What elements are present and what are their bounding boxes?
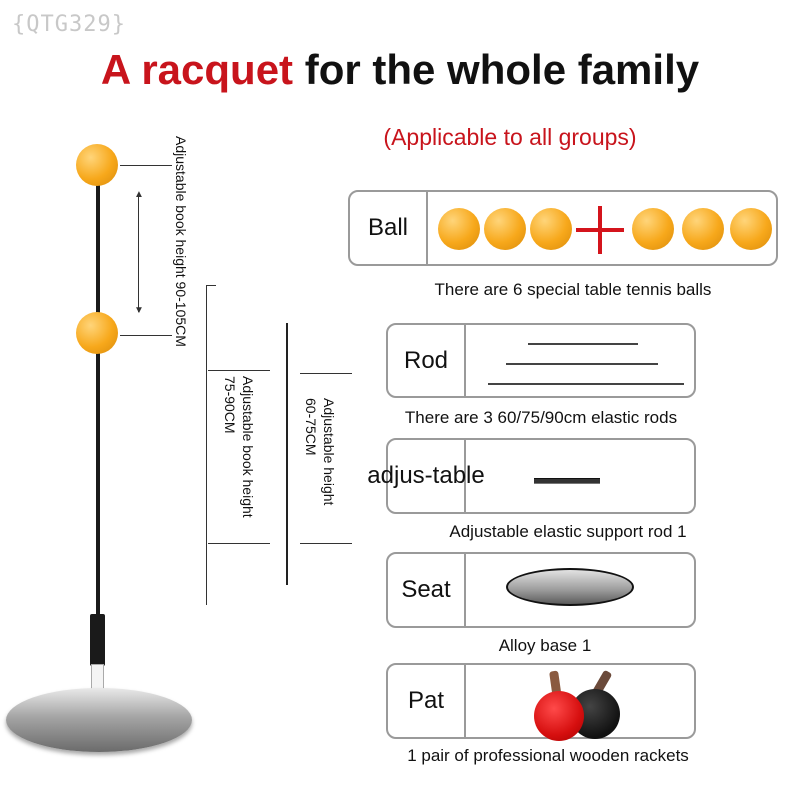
rod-panel: Rod bbox=[386, 323, 696, 398]
leader-line bbox=[120, 335, 172, 336]
adjustable-label: adjus-table bbox=[367, 440, 485, 512]
adjustable-label-line2: table bbox=[432, 462, 485, 489]
elastic-pole bbox=[96, 178, 100, 618]
measure-tick bbox=[206, 285, 216, 286]
height-range-arrow bbox=[138, 196, 139, 312]
outer-height-label: Adjustable book height 90-105CM bbox=[173, 136, 189, 347]
pat-caption: 1 pair of professional wooden rackets bbox=[407, 746, 689, 765]
ping-pong-ball-icon bbox=[438, 208, 480, 250]
ball-contents bbox=[430, 192, 776, 264]
pat-label: Pat bbox=[388, 665, 466, 737]
adjustable-panel: adjus-table bbox=[367, 438, 696, 514]
arrow-down-icon: ▼ bbox=[134, 305, 144, 316]
elastic-rod-icon bbox=[488, 383, 684, 385]
ball-label: Ball bbox=[350, 192, 428, 264]
rod-label: Rod bbox=[388, 325, 466, 396]
ball-caption: There are 6 special table tennis balls bbox=[434, 280, 712, 299]
title-accent: A racquet bbox=[100, 46, 294, 93]
ping-pong-ball-icon bbox=[730, 208, 772, 250]
middle-height-line1: Adjustable book height bbox=[240, 376, 256, 518]
pat-panel: Pat bbox=[386, 663, 696, 741]
support-rod-icon bbox=[534, 478, 600, 484]
inner-height-line1: Adjustable height bbox=[321, 398, 337, 506]
ping-pong-ball-icon bbox=[530, 208, 572, 250]
measure-line-outer bbox=[206, 285, 207, 605]
watermark-text: {QTG329} bbox=[12, 12, 126, 37]
subtitle: (Applicable to all groups) bbox=[383, 124, 637, 150]
inner-height-line2: 60-75CM bbox=[303, 398, 319, 456]
elastic-rod-icon bbox=[528, 343, 638, 345]
plus-icon bbox=[598, 206, 602, 254]
title-rest: for the whole family bbox=[293, 46, 700, 93]
adjustable-caption: Adjustable elastic support rod 1 bbox=[449, 522, 687, 541]
ping-pong-ball-icon bbox=[484, 208, 526, 250]
ping-pong-ball-icon bbox=[76, 312, 118, 354]
rod-caption: There are 3 60/75/90cm elastic rods bbox=[404, 408, 678, 427]
seat-caption: Alloy base 1 bbox=[498, 636, 592, 655]
measure-tick bbox=[300, 373, 352, 374]
pole-sleeve bbox=[90, 614, 105, 666]
racket-icon bbox=[534, 691, 584, 741]
seat-panel: Seat bbox=[386, 552, 696, 628]
alloy-base-icon bbox=[506, 568, 634, 606]
ping-pong-ball-icon bbox=[632, 208, 674, 250]
elastic-rod-icon bbox=[506, 363, 658, 365]
seat-label: Seat bbox=[388, 554, 466, 626]
adjustable-label-line1: adjus- bbox=[367, 462, 433, 489]
measure-line-inner bbox=[286, 323, 288, 585]
measure-tick bbox=[300, 543, 352, 544]
measure-tick bbox=[208, 543, 270, 544]
measure-tick bbox=[208, 370, 270, 371]
ping-pong-ball-icon bbox=[76, 144, 118, 186]
page-title: A racquet for the whole family bbox=[0, 46, 800, 94]
adjustable-contents bbox=[468, 440, 694, 512]
pat-contents bbox=[468, 665, 694, 741]
middle-height-line2: 75-90CM bbox=[222, 376, 238, 434]
seat-contents bbox=[468, 554, 694, 626]
ping-pong-ball-icon bbox=[682, 208, 724, 250]
ball-panel: Ball bbox=[348, 190, 778, 266]
arrow-up-icon: ▲ bbox=[134, 189, 144, 200]
leader-line bbox=[120, 165, 172, 166]
base-disk-icon bbox=[6, 688, 192, 752]
rod-contents bbox=[468, 325, 694, 396]
